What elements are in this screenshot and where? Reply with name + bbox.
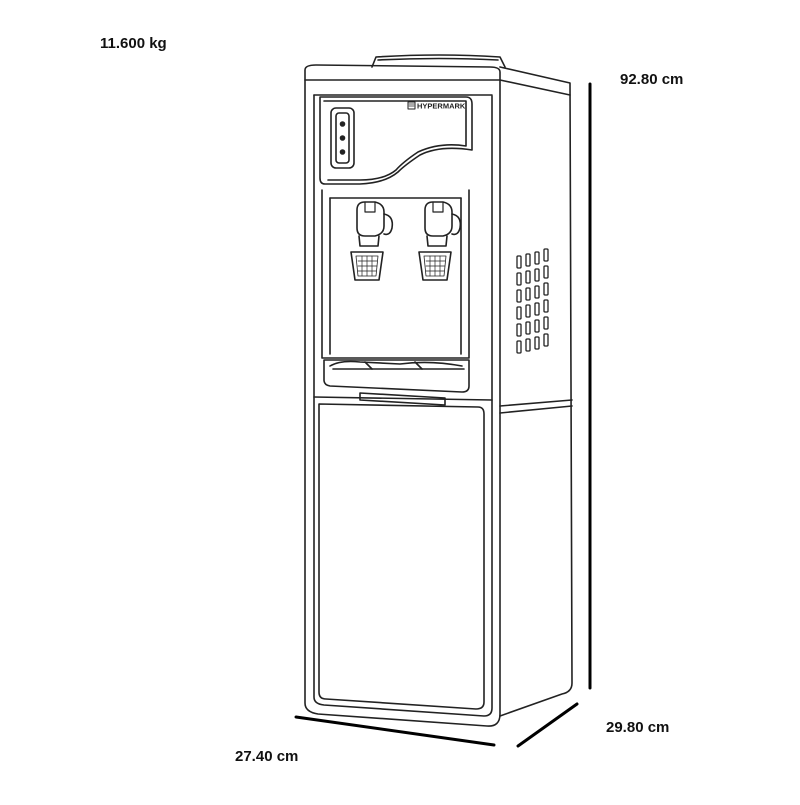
left-tap [350, 201, 394, 281]
dimension-lines [294, 82, 592, 748]
top-cap [371, 54, 506, 68]
dispensing-recess [321, 189, 470, 359]
cabinet-body [304, 64, 573, 727]
width-dimension-line [294, 715, 496, 747]
right-tap [418, 201, 462, 281]
brand-text: HYPERMARK [417, 102, 466, 111]
weight-label: 11.600 kg [100, 35, 167, 52]
lower-door [318, 403, 485, 710]
depth-label: 29.80 cm [606, 719, 670, 736]
indicator-lights [330, 107, 355, 169]
width-label: 27.40 cm [235, 748, 299, 765]
control-panel [319, 96, 473, 185]
height-label: 92.80 cm [620, 71, 684, 88]
depth-dimension-line [516, 702, 579, 748]
side-vent [516, 248, 549, 354]
drip-tray [313, 359, 493, 406]
brand-logo: HYPERMARK [407, 101, 466, 111]
